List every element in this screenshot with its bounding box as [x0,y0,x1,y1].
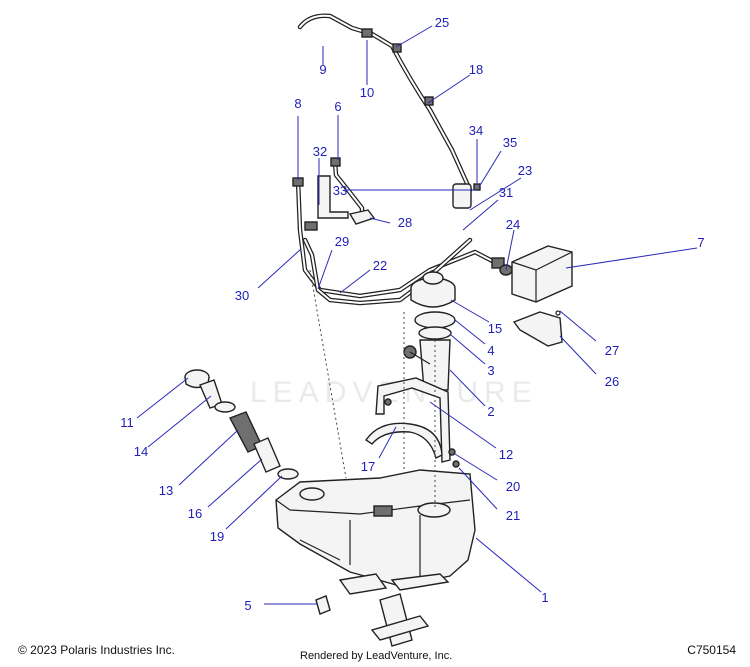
vent-hose-assembly [297,13,473,193]
callout-21[interactable]: 21 [506,508,520,523]
tank-strap [375,377,451,463]
fuel-pump [403,339,451,391]
skid-pads [315,573,450,647]
line-connector [348,209,376,225]
callout-8[interactable]: 8 [294,96,301,111]
copyright-text: © 2023 Polaris Industries Inc. [18,643,175,657]
callout-22[interactable]: 22 [373,258,387,273]
callout-31[interactable]: 31 [499,185,513,200]
fuel-tank [275,469,476,587]
callout-15[interactable]: 15 [488,321,502,336]
gasket [418,326,452,340]
callout-11[interactable]: 11 [120,415,134,430]
fuel-pump-cap [410,271,456,308]
callout-1[interactable]: 1 [541,590,548,605]
filler-tube [253,437,281,473]
callout-29[interactable]: 29 [335,234,349,249]
callout-23[interactable]: 23 [518,163,532,178]
callout-16[interactable]: 16 [188,506,202,521]
callout-32[interactable]: 32 [313,144,327,159]
callout-17[interactable]: 17 [361,459,375,474]
callout-20[interactable]: 20 [506,479,520,494]
callout-27[interactable]: 27 [605,343,619,358]
callout-19[interactable]: 19 [210,529,224,544]
callout-4[interactable]: 4 [487,343,494,358]
callout-2[interactable]: 2 [487,404,494,419]
hose-bracket [317,175,349,219]
callout-35[interactable]: 35 [503,135,517,150]
lock-ring [414,311,456,329]
callout-12[interactable]: 12 [499,447,513,462]
callout-34[interactable]: 34 [469,123,483,138]
callout-26[interactable]: 26 [605,374,619,389]
callout-7[interactable]: 7 [697,235,704,250]
hose-clamp-lower [277,468,299,480]
callout-18[interactable]: 18 [469,62,483,77]
rendered-by-text: Rendered by LeadVenture, Inc. [300,650,453,662]
callout-9[interactable]: 9 [319,62,326,77]
alignment-guide [309,269,347,479]
callout-13[interactable]: 13 [159,483,173,498]
callout-14[interactable]: 14 [134,444,148,459]
callout-30[interactable]: 30 [235,288,249,303]
leader-lines [136,25,698,605]
callout-28[interactable]: 28 [398,215,412,230]
callout-25[interactable]: 25 [435,15,449,30]
callout-labels: 1 2 3 4 5 6 7 8 9 10 11 12 13 14 15 16 1… [120,15,704,613]
canister-bracket [512,311,563,347]
callout-6[interactable]: 6 [334,99,341,114]
diagram-code: C750154 [687,643,736,657]
callout-10[interactable]: 10 [360,85,374,100]
callout-24[interactable]: 24 [506,217,520,232]
fuel-filter [452,183,481,209]
callout-3[interactable]: 3 [487,363,494,378]
callout-5[interactable]: 5 [244,598,251,613]
callout-33[interactable]: 33 [333,183,347,198]
evap-canister [511,245,573,303]
